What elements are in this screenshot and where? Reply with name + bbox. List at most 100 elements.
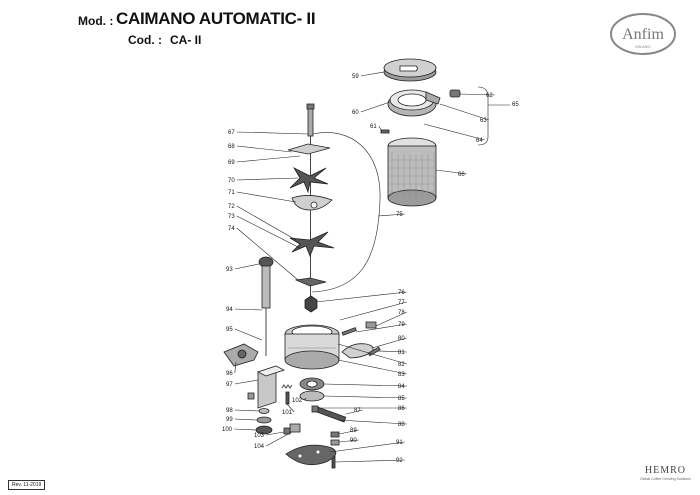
callout-73: 73 bbox=[228, 214, 235, 220]
callout-70: 70 bbox=[228, 178, 235, 184]
callout-78: 78 bbox=[398, 310, 405, 316]
leader-line-70 bbox=[236, 177, 299, 181]
part-spring bbox=[247, 384, 293, 400]
leader-line-78 bbox=[375, 311, 407, 327]
part-body-block bbox=[256, 365, 286, 409]
leader-line-97 bbox=[234, 379, 259, 385]
leader-line-64 bbox=[423, 123, 485, 141]
callout-89: 89 bbox=[350, 428, 357, 434]
callout-68: 68 bbox=[228, 144, 235, 150]
callout-69: 69 bbox=[228, 160, 235, 166]
callout-87: 87 bbox=[354, 408, 361, 414]
callout-72: 72 bbox=[228, 204, 235, 210]
callout-95: 95 bbox=[226, 327, 233, 333]
leader-line-96 bbox=[234, 361, 237, 374]
leader-line-98 bbox=[234, 409, 260, 412]
callout-92: 92 bbox=[396, 458, 403, 464]
part-burr-carrier bbox=[304, 295, 318, 313]
anfim-logo: Anfim MILANO bbox=[610, 13, 676, 55]
callout-74: 74 bbox=[228, 226, 235, 232]
part-bolt-101 bbox=[285, 391, 290, 405]
leader-line-59 bbox=[360, 71, 385, 77]
callout-100: 100 bbox=[222, 427, 233, 433]
callout-66: 66 bbox=[458, 172, 465, 178]
part-knob bbox=[449, 89, 461, 98]
leader-line-93 bbox=[234, 263, 260, 270]
callout-77: 77 bbox=[398, 300, 405, 306]
leader-line-81 bbox=[377, 350, 407, 353]
leader-line-90 bbox=[338, 439, 359, 443]
callout-71: 71 bbox=[228, 190, 235, 196]
part-adjust-ring bbox=[299, 377, 325, 402]
leader-line-69 bbox=[236, 155, 301, 163]
callout-91: 91 bbox=[396, 440, 403, 446]
leader-line-89 bbox=[338, 429, 359, 435]
part-star-wheel bbox=[289, 167, 329, 194]
leader-line-83 bbox=[337, 359, 407, 375]
leader-line-101 bbox=[286, 403, 295, 413]
leader-line-77 bbox=[339, 301, 407, 321]
callout-60: 60 bbox=[352, 110, 359, 116]
part-star-wheel-lower bbox=[289, 231, 335, 287]
leader-line-84 bbox=[323, 383, 407, 387]
callout-67: 67 bbox=[228, 130, 235, 136]
leader-line-103 bbox=[266, 431, 285, 436]
callout-79: 79 bbox=[398, 322, 405, 328]
part-agitator-arm bbox=[287, 143, 331, 155]
callout-103: 103 bbox=[254, 433, 265, 439]
part-rail bbox=[311, 405, 347, 423]
leader-line-91 bbox=[329, 441, 405, 453]
code-value: CA- II bbox=[170, 33, 202, 47]
callout-63: 63 bbox=[480, 118, 487, 124]
leader-line-61 bbox=[378, 125, 383, 132]
part-shaft bbox=[306, 103, 315, 300]
callout-94: 94 bbox=[226, 307, 233, 313]
callout-84: 84 bbox=[398, 384, 405, 390]
leader-line-99 bbox=[234, 418, 258, 421]
logo-text: Anfim bbox=[622, 26, 664, 43]
callout-64: 64 bbox=[476, 138, 483, 144]
part-bracket-80 bbox=[341, 343, 374, 359]
part-base-plate bbox=[285, 444, 337, 466]
leader-line-74 bbox=[236, 227, 299, 281]
leader-line-104 bbox=[266, 431, 293, 447]
leader-line-62 bbox=[459, 93, 495, 96]
callout-96: 96 bbox=[226, 371, 233, 377]
part-hopper-collar bbox=[387, 89, 441, 117]
leader-line-102 bbox=[303, 397, 307, 401]
callout-65: 65 bbox=[512, 102, 519, 108]
leader-line-75 bbox=[377, 213, 405, 217]
leader-line-82 bbox=[337, 343, 407, 365]
callout-76: 76 bbox=[398, 290, 405, 296]
callout-75: 75 bbox=[396, 212, 403, 218]
logo-subtext: MILANO bbox=[635, 44, 650, 49]
leader-line-66 bbox=[435, 169, 467, 175]
leader-line-80 bbox=[371, 337, 407, 349]
callout-80: 80 bbox=[398, 336, 405, 342]
leader-line-72 bbox=[236, 205, 297, 241]
leader-line-100 bbox=[234, 428, 257, 431]
callout-99: 99 bbox=[226, 417, 233, 423]
leader-line-68 bbox=[236, 145, 293, 153]
revision-stamp: Rev. 11-2019 bbox=[8, 480, 46, 490]
part-cap-104 bbox=[283, 423, 301, 435]
callout-88: 88 bbox=[398, 422, 405, 428]
callout-102: 102 bbox=[292, 398, 303, 404]
callout-59: 59 bbox=[352, 74, 359, 80]
callout-85: 85 bbox=[398, 396, 405, 402]
leader-line-95 bbox=[234, 328, 263, 341]
leader-line-88 bbox=[337, 419, 407, 425]
leader-line-73 bbox=[236, 215, 301, 249]
callout-97: 97 bbox=[226, 382, 233, 388]
part-hopper-mesh bbox=[387, 137, 437, 207]
callout-104: 104 bbox=[254, 444, 265, 450]
leader-line-87 bbox=[345, 409, 363, 415]
part-hopper-lid bbox=[383, 58, 437, 82]
leader-line-71 bbox=[236, 191, 297, 203]
part-grinding-chamber bbox=[284, 324, 340, 370]
callout-81: 81 bbox=[398, 350, 405, 356]
callout-101: 101 bbox=[282, 410, 293, 416]
leader-line-67 bbox=[236, 131, 309, 135]
